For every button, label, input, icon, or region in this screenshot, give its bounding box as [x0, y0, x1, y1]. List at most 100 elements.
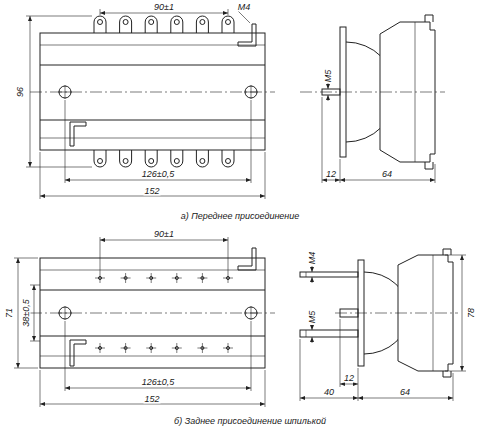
dimension-lines	[340, 384, 358, 385]
dimension-lines	[26, 167, 92, 168]
rear-view-body	[59, 307, 71, 319]
dimension-lines	[340, 159, 341, 183]
dimension-lines	[40, 404, 265, 405]
stud-mark	[99, 277, 102, 280]
stud-mark	[150, 277, 153, 280]
side-view-body	[425, 162, 433, 169]
dimension-label: 38±0,5	[22, 298, 31, 327]
dimension-lines	[30, 341, 40, 342]
terminal-lug	[94, 16, 234, 167]
dimension-lines	[445, 255, 466, 256]
rear-view-body	[251, 306, 252, 320]
terminal-lug	[120, 150, 132, 167]
side-view-body	[433, 255, 434, 371]
side-view-body	[300, 272, 358, 277]
dimension-lines	[100, 237, 101, 273]
terminal-lug	[226, 20, 231, 25]
stud-mark	[125, 273, 126, 283]
stud-mark	[228, 343, 229, 353]
caption: б) Заднее присоединение шпилькой	[173, 417, 327, 426]
front-view-body	[40, 65, 265, 66]
dimension-lines	[340, 180, 435, 181]
thread-label: М4	[308, 251, 317, 266]
stud-mark	[227, 347, 230, 350]
dimension-lines	[40, 152, 41, 199]
front-view-body	[251, 85, 252, 99]
thread-label: М5	[324, 69, 333, 84]
stud-mark	[176, 343, 177, 353]
side-view-body	[300, 249, 458, 377]
dimension-lines	[100, 9, 101, 15]
stud-mark	[202, 273, 203, 283]
dimension-lines	[251, 321, 252, 391]
terminal-lug	[149, 159, 154, 164]
terminal-lug	[94, 150, 106, 167]
terminal-lug	[200, 159, 205, 164]
dimension-lines	[65, 321, 66, 391]
dimension-lines	[14, 237, 265, 407]
dimension-label: 90±1	[153, 230, 175, 239]
dimension-lines	[340, 319, 341, 387]
terminal-lug	[149, 20, 154, 25]
dimension-label: 96	[16, 86, 25, 98]
terminal-lug	[145, 150, 157, 167]
dimension-lines	[322, 83, 435, 183]
dimension-lines	[34, 285, 35, 341]
dimension-lines	[358, 398, 453, 399]
dimension-label: 152	[143, 395, 160, 404]
stud-mark	[151, 343, 152, 353]
mounting-bracket	[70, 122, 86, 146]
terminal-lug	[222, 16, 234, 33]
dimension-lines	[300, 255, 466, 401]
terminal-lug	[98, 20, 103, 25]
dimension-lines	[462, 255, 463, 371]
dimension-lines	[251, 100, 252, 183]
side-view-body	[300, 92, 445, 93]
dimension-lines	[40, 370, 41, 407]
front-view-body	[59, 86, 71, 98]
dimension-lines	[228, 237, 229, 273]
front-view-body	[30, 92, 275, 93]
front-view-body	[40, 45, 265, 46]
dimension-lines	[40, 196, 265, 197]
dimension-lines	[328, 83, 329, 89]
terminal-lug	[222, 150, 234, 167]
caption: а) Переднее присоединение	[180, 212, 301, 221]
side-view-body	[306, 272, 307, 277]
dimension-lines	[312, 325, 313, 330]
terminal-lug	[200, 20, 205, 25]
dimension-lines	[358, 368, 359, 401]
dimension-lines	[312, 277, 313, 283]
stud-mark	[175, 347, 178, 350]
side-view-body	[443, 371, 451, 377]
rear-view-body	[65, 306, 66, 320]
rear-view-body	[40, 290, 265, 291]
dimension-label: 71	[5, 307, 14, 319]
terminal-lug	[145, 16, 157, 33]
terminal-lug	[171, 16, 183, 33]
stud-mark	[95, 273, 233, 353]
stud-mark	[151, 273, 152, 283]
front-view-body	[40, 120, 265, 121]
dimension-label: 12	[325, 170, 337, 179]
dimension-lines	[65, 100, 66, 183]
dimension-lines	[328, 95, 329, 101]
rear-view-body	[40, 336, 265, 337]
rear-view-body	[30, 258, 275, 368]
dimension-lines	[30, 285, 40, 286]
terminal-lug	[196, 16, 208, 33]
mounting-bracket	[238, 248, 256, 270]
dimension-lines	[26, 9, 265, 199]
stud-mark	[201, 277, 204, 280]
thread-label: М5	[308, 310, 317, 325]
dimension-label: 126±0,5	[141, 170, 175, 179]
stud-mark	[150, 347, 153, 350]
dimension-lines	[300, 398, 358, 399]
dimension-label: 90±1	[153, 3, 175, 12]
side-view-body	[443, 249, 451, 255]
dimension-lines	[65, 180, 251, 181]
stud-mark	[175, 277, 178, 280]
dimension-label: 64	[381, 170, 393, 179]
rear-view-body	[30, 313, 275, 314]
